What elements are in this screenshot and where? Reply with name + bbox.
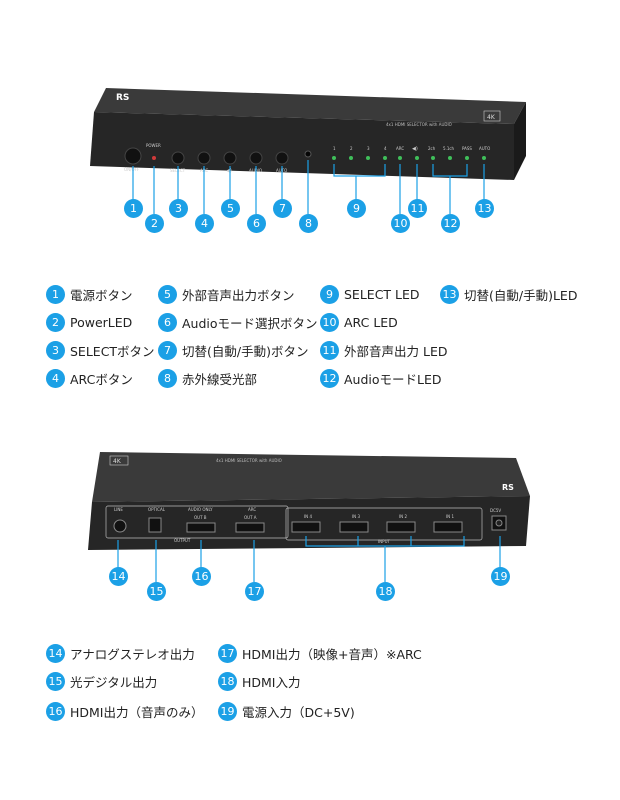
front-end-cap: [514, 102, 526, 180]
audio-mode-led-pass: [465, 156, 469, 160]
4k-badge: [483, 110, 501, 122]
4k-badge-text: 4K: [487, 114, 496, 121]
in2-label: 2: [350, 146, 353, 151]
audio-only-label: AUDIO ONLY: [188, 507, 213, 512]
select-button: [171, 151, 185, 165]
front-top-face: [94, 88, 526, 124]
onoff-label: ON/OFF: [124, 167, 140, 172]
rear-4k-badge-text: 4K: [113, 458, 122, 465]
select-led-2: [349, 156, 353, 160]
51ch-label: 5.1ch: [443, 146, 455, 151]
input-label: INPUT: [378, 539, 391, 544]
in2-label: IN 2: [399, 514, 407, 519]
in4-label: IN 4: [304, 514, 312, 519]
analog-stereo-jack: [113, 519, 127, 533]
arc-button: [197, 151, 211, 165]
front-face: [90, 112, 514, 180]
brand-logo: RS: [116, 93, 129, 103]
arc-led: [398, 156, 402, 160]
in1-label: IN 1: [446, 514, 454, 519]
front-panel-figure: RS 4x1 HDMI SELECTOR with AUDIO 4K POWER…: [86, 86, 530, 182]
output-group-outline: [105, 505, 289, 539]
auto-led-label: AUTO: [479, 146, 490, 151]
rear-model-text: 4x1 HDMI SELECTOR with AUDIO: [216, 458, 282, 463]
power-led: [152, 156, 156, 160]
out-a-label: OUT A: [244, 515, 257, 520]
input-group-outline: [285, 507, 483, 541]
arc-led-label: ARC: [396, 146, 404, 151]
hdmi-in2-port: [386, 521, 416, 533]
out-b-label: OUT B: [194, 515, 207, 520]
rear-top-face: [92, 452, 530, 502]
rear-brand-logo: RS: [502, 483, 514, 492]
ir-receiver: [304, 150, 312, 158]
hdmi-out-b-port: [186, 522, 216, 533]
select-led-1: [332, 156, 336, 160]
auto-led: [482, 156, 486, 160]
optical-label: OPTICAL: [148, 507, 166, 512]
audio-mode-led-2ch: [431, 156, 435, 160]
audio-out-led: [415, 156, 419, 160]
in3-label: IN 3: [352, 514, 360, 519]
audio-mode-led-51ch: [448, 156, 452, 160]
line-label: LINE: [114, 507, 123, 512]
speaker-led-icon: ◀): [412, 146, 418, 152]
pass-label: PASS: [462, 146, 472, 151]
auto-button: [275, 151, 289, 165]
in4-label: 4: [384, 146, 387, 151]
speaker-icon: ◀): [226, 168, 232, 174]
audio-out-button: [223, 151, 237, 165]
model-text: 4x1 HDMI SELECTOR with AUDIO: [386, 122, 452, 127]
dc5v-label: DC5V: [490, 508, 501, 513]
rear-panel-illustration: RS 4x1 HDMI SELECTOR with AUDIO 4K LINE …: [88, 452, 530, 550]
audio-mode-button: [249, 151, 263, 165]
rear-4k-badge: [109, 455, 129, 466]
in1-label: 1: [333, 146, 336, 151]
hdmi-in4-port: [291, 521, 321, 533]
in3-label: 3: [367, 146, 370, 151]
output-label: OUTPUT: [174, 538, 191, 543]
select-led-3: [366, 156, 370, 160]
arc-rear-label: ARC: [248, 507, 256, 512]
dc-jack-pin: [495, 519, 503, 527]
rear-panel-figure: RS 4x1 HDMI SELECTOR with AUDIO 4K LINE …: [86, 450, 536, 550]
optical-port: [148, 517, 162, 533]
select-led-4: [383, 156, 387, 160]
front-panel-illustration: RS 4x1 HDMI SELECTOR with AUDIO 4K POWER…: [90, 88, 526, 180]
2ch-label: 2ch: [428, 146, 436, 151]
hdmi-out-a-port: [235, 522, 265, 533]
power-label: POWER: [146, 143, 161, 148]
power-button: [124, 147, 142, 165]
hdmi-in3-port: [339, 521, 369, 533]
hdmi-in1-port: [433, 521, 463, 533]
